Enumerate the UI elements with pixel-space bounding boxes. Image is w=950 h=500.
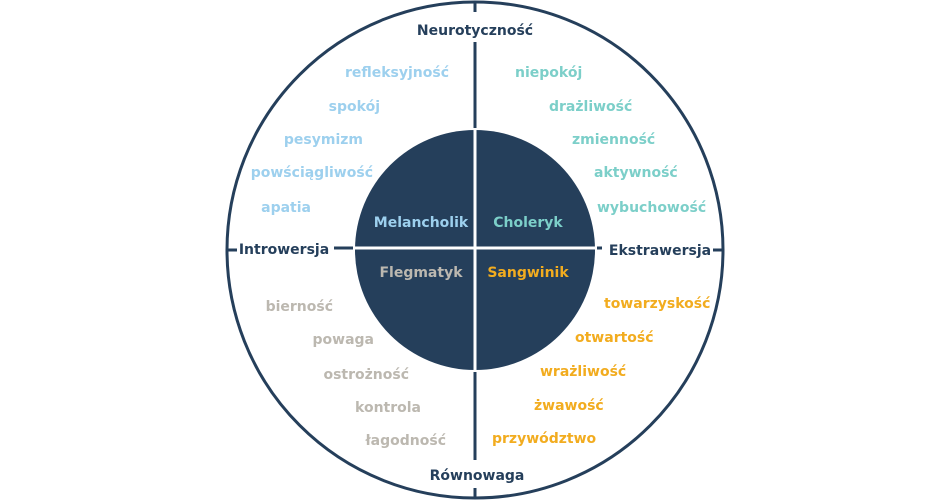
temperament-phlegmatic: Flegmatyk [379,265,463,281]
trait-bottom-right: otwartość [575,330,654,346]
trait-top-left: refleksyjność [345,65,449,81]
trait-bottom-right: towarzyskość [604,296,710,312]
trait-bottom-left: bierność [266,299,333,315]
axis-label-bottom: Równowaga [430,468,525,484]
trait-top-right: drażliwość [549,99,632,115]
trait-bottom-left: łagodność [364,433,446,449]
trait-bottom-right: żwawość [534,398,604,414]
trait-top-left: spokój [329,99,380,115]
trait-top-right: niepokój [515,65,582,81]
trait-top-left: pesymizm [284,132,363,148]
trait-bottom-right: przywództwo [492,431,597,447]
axis-label-left: Introwersja [239,242,329,258]
trait-top-left: powściągliwość [251,165,373,181]
axis-label-right: Ekstrawersja [609,243,711,259]
trait-top-right: aktywność [594,165,678,181]
trait-top-left: apatia [261,200,311,216]
trait-bottom-right: wrażliwość [540,364,626,380]
trait-bottom-left: ostrożność [323,367,409,383]
trait-bottom-left: powaga [313,332,375,348]
temperament-melancholic: Melancholik [374,215,469,231]
axis-label-top: Neurotyczność [417,23,533,39]
trait-top-right: zmienność [572,132,655,148]
trait-top-right: wybuchowość [597,200,706,216]
temperament-sanguine: Sangwinik [487,265,569,281]
temperament-choleric: Choleryk [493,215,563,231]
trait-bottom-left: kontrola [355,400,421,416]
